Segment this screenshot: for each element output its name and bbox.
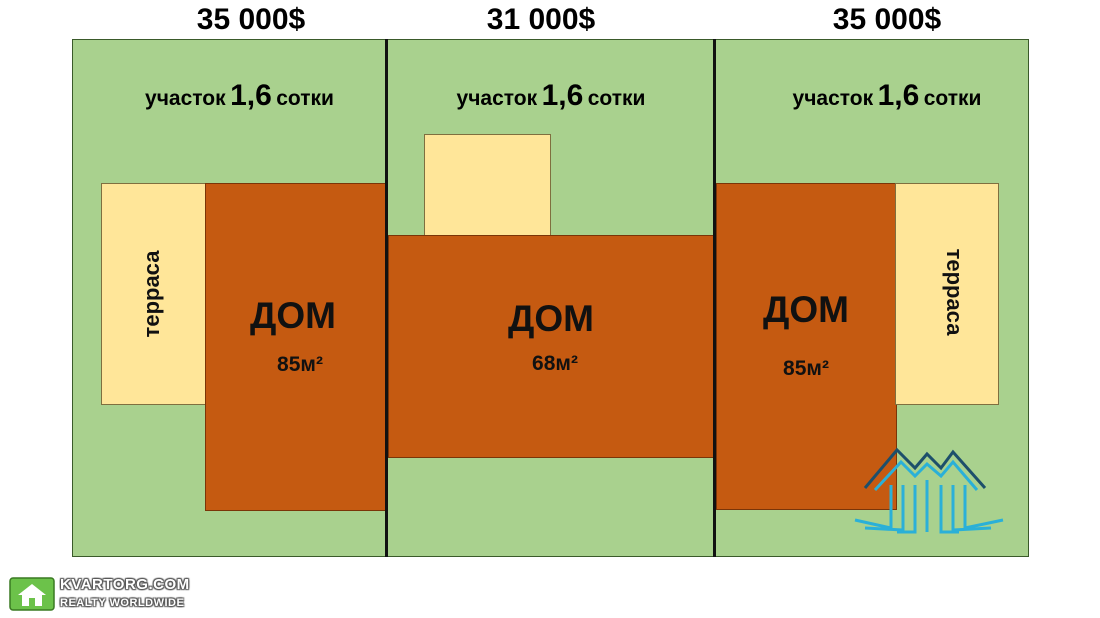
plot-label-number: 1,6 xyxy=(230,79,272,112)
watermark-site: KVARTORG.COM xyxy=(60,576,190,593)
plot-divider-right xyxy=(713,39,716,557)
house-left xyxy=(205,183,386,511)
house-right xyxy=(716,183,897,510)
price-right: 35 000$ xyxy=(832,3,942,36)
watermark-tagline: REALTY WORLDWIDE xyxy=(60,597,185,609)
plot-label-right: участок 1,6 сотки xyxy=(715,74,1059,118)
plot-label-word: участок xyxy=(456,87,538,110)
house-right-area: 85м² xyxy=(783,357,829,380)
mountain-logo-icon xyxy=(854,447,1004,534)
terrace-right-label: терраса xyxy=(942,248,967,336)
plot-label-word: участок xyxy=(145,87,226,110)
plot-label-unit: сотки xyxy=(923,87,982,110)
house-logo-icon xyxy=(9,577,55,611)
house-left-area: 85м² xyxy=(277,353,323,376)
plot-label-unit: сотки xyxy=(587,87,646,110)
plot-label-number: 1,6 xyxy=(541,79,584,112)
plot-divider-left xyxy=(385,39,388,557)
plot-label-number: 1,6 xyxy=(877,79,920,112)
house-right-title: ДОМ xyxy=(763,289,849,330)
price-middle: 31 000$ xyxy=(486,3,596,36)
plot-label-middle: участок 1,6 сотки xyxy=(387,74,715,118)
plot-label-unit: сотки xyxy=(276,87,334,110)
price-left: 35 000$ xyxy=(196,3,306,36)
house-middle-title: ДОМ xyxy=(508,298,594,339)
terrace-right xyxy=(895,183,999,405)
terrace-left-label: терраса xyxy=(139,250,164,338)
plot-label-word: участок xyxy=(792,87,874,110)
house-middle xyxy=(388,235,714,458)
house-middle-area: 68м² xyxy=(532,352,578,375)
house-left-title: ДОМ xyxy=(250,295,336,336)
terrace-middle xyxy=(424,134,551,237)
plot-label-left: участок 1,6 сотки xyxy=(72,74,407,118)
